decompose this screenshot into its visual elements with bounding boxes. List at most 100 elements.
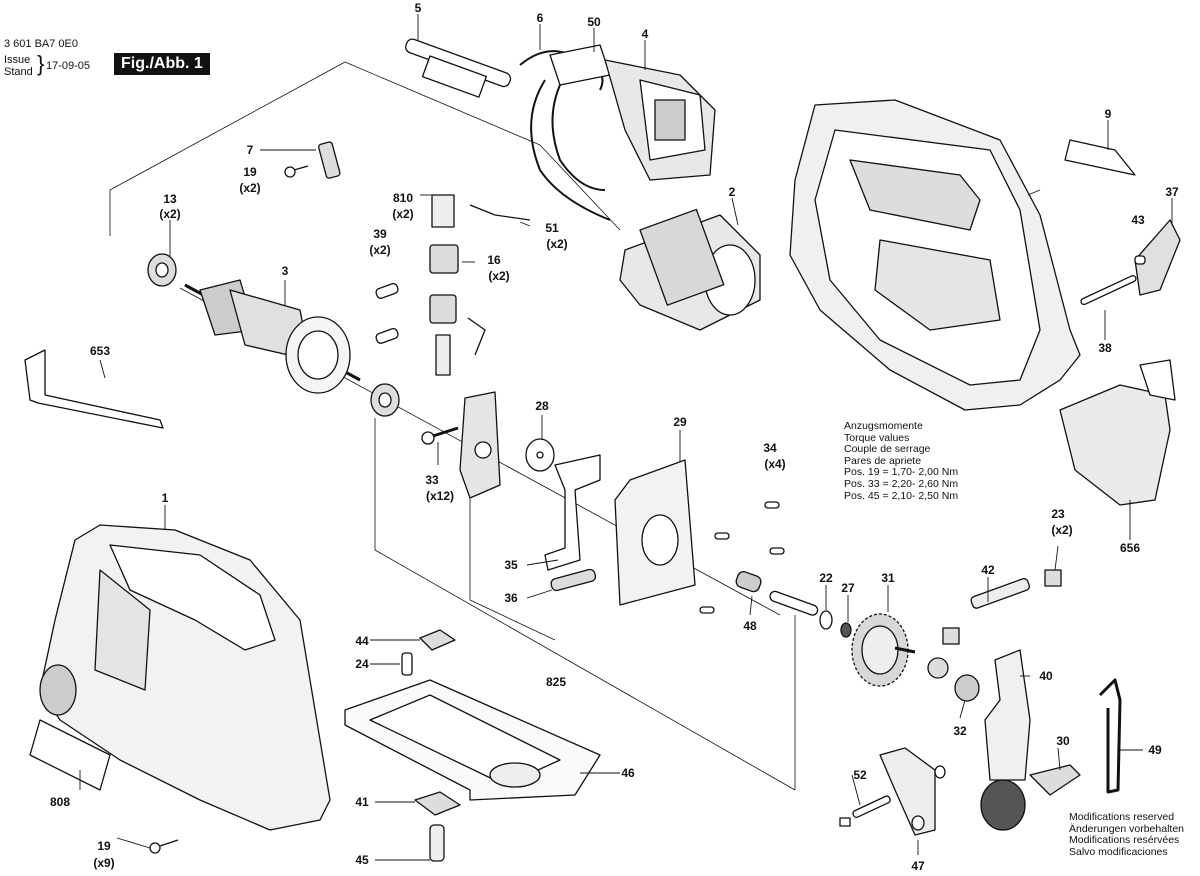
label-p37: 37: [1165, 185, 1179, 199]
label-p2: 2: [729, 185, 736, 199]
brace: }: [37, 51, 45, 76]
label-p43: 43: [1131, 213, 1145, 227]
torque-line: Pares de apriete: [844, 454, 922, 467]
part-30: [1029, 764, 1081, 796]
figure-label: Fig./Abb. 1: [114, 53, 210, 75]
label-p23: 23: [1051, 507, 1065, 521]
label-p48: 48: [743, 619, 757, 633]
screw-19a: [284, 165, 309, 178]
part-guide-35: [544, 454, 601, 571]
part-roller-47: [879, 747, 946, 836]
part-baseplate-46: [344, 679, 601, 801]
part-nut-23: [942, 569, 1062, 645]
part-pin-52: [839, 795, 891, 827]
part-housing-right: [789, 99, 1081, 411]
part-spring-43: [1134, 255, 1146, 265]
label-p5: 5: [415, 1, 422, 15]
part-pin-38: [1080, 274, 1137, 306]
label-p28: 28: [535, 399, 549, 413]
label-p50: 50: [587, 15, 601, 29]
label-p22: 22: [819, 571, 833, 585]
label-p46: 46: [621, 766, 635, 780]
part-gear-31: [851, 613, 916, 687]
part-clip-51: [467, 204, 531, 356]
part-hex-key-653: [24, 349, 164, 429]
part-41: [414, 791, 461, 816]
qty-p33: (x12): [426, 489, 454, 503]
part-spring-49: [1098, 678, 1122, 794]
part-stator-2: [619, 208, 761, 331]
part-24: [401, 652, 413, 676]
screw-33: [421, 426, 459, 445]
label-p34: 34: [763, 441, 777, 455]
label-p44: 44: [355, 634, 369, 648]
part-bearing-2: [370, 383, 400, 417]
part-36: [550, 568, 597, 592]
qty-p810: (x2): [392, 207, 413, 221]
part-rod: [769, 590, 819, 616]
qty-p16: (x2): [488, 269, 509, 283]
label-p825: 825: [546, 675, 566, 689]
label-p13: 13: [163, 192, 177, 206]
label-p45: 45: [355, 853, 369, 867]
label-p3: 3: [282, 264, 289, 278]
part-7: [318, 141, 341, 179]
part-plate-29: [614, 459, 696, 606]
part-ring-27: [840, 622, 852, 638]
label-p1: 1: [162, 491, 169, 505]
label-p31: 31: [881, 571, 895, 585]
label-p16: 16: [487, 253, 501, 267]
qty-p19b: (x9): [93, 856, 114, 870]
part-32: [927, 657, 980, 702]
qty-p23: (x2): [1051, 523, 1072, 537]
leader-lines: [79, 14, 1173, 861]
part-bracket: [459, 391, 501, 499]
torque-line: Pos. 33 = 2,20- 2,60 Nm: [844, 477, 959, 490]
label-p808: 808: [50, 795, 70, 809]
torque-line: Anzugsmomente: [844, 420, 923, 432]
qty-p34: (x4): [764, 457, 785, 471]
torque-notes: Anzugsmomente Torque values Couple de se…: [844, 420, 959, 502]
part-pin-39: [375, 282, 399, 344]
issue-label: Issue: [4, 54, 31, 66]
label-p32: 32: [953, 724, 967, 738]
part-label-9: [1064, 139, 1136, 176]
label-p36: 36: [504, 591, 518, 605]
label-p656: 656: [1120, 541, 1140, 555]
label-p51: 51: [545, 221, 559, 235]
label-p30: 30: [1056, 734, 1070, 748]
part-armature-3: [184, 279, 361, 394]
part-cover-656: [1059, 359, 1176, 506]
part-44: [419, 629, 456, 651]
part-brush-810: [431, 194, 455, 228]
part-holder-16: [429, 244, 459, 376]
modifications-line: Modifications reserved: [1069, 811, 1175, 823]
part-bushing-48: [735, 571, 762, 593]
label-p38: 38: [1098, 341, 1112, 355]
label-p35: 35: [504, 558, 518, 572]
part-bearing-13: [147, 253, 177, 287]
part-washer-28: [525, 438, 555, 472]
part-plunger-5: [405, 38, 512, 98]
label-p4: 4: [642, 27, 649, 41]
modifications-line: Salvo modificaciones: [1069, 845, 1168, 858]
label-p39: 39: [373, 227, 387, 241]
modifications-notes: Modifications reserved Änderungen vorbeh…: [1069, 811, 1184, 858]
qty-p13: (x2): [159, 207, 180, 221]
part-eccentric-42: [970, 577, 1031, 609]
label-p52: 52: [853, 768, 867, 782]
label-p41: 41: [355, 795, 369, 809]
qty-p19a: (x2): [239, 181, 260, 195]
label-p810: 810: [393, 191, 413, 205]
torque-line: Couple de serrage: [844, 443, 931, 456]
label-p47: 47: [911, 859, 925, 873]
label-p24: 24: [355, 657, 369, 671]
part-lifter-40: [980, 649, 1031, 831]
label-p7: 7: [247, 143, 254, 157]
doc-number: 3 601 BA7 0E0: [4, 38, 79, 50]
part-switch-4: [604, 59, 716, 181]
label-p29: 29: [673, 415, 687, 429]
part-label-808: [29, 719, 111, 791]
torque-line: Pos. 19 = 1,70- 2,00 Nm: [844, 466, 959, 479]
